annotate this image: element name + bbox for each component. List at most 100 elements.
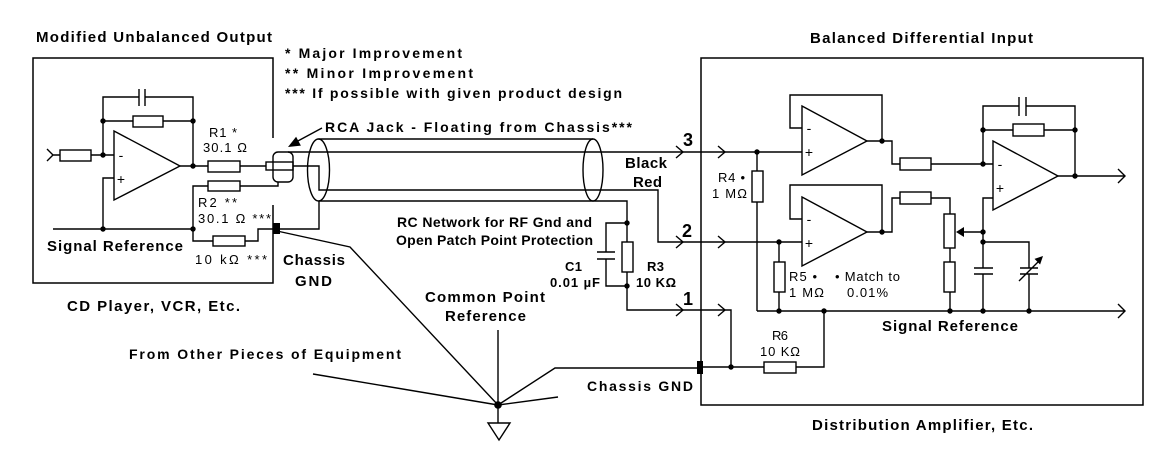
r3-name: R3 bbox=[647, 259, 664, 274]
match-note-line1: • Match to bbox=[835, 269, 900, 284]
junction-dot bbox=[100, 226, 106, 232]
source-device-box bbox=[32, 57, 274, 284]
source-chassis-label-line2: GND bbox=[295, 273, 332, 290]
signal-reference-arrow-icon bbox=[1117, 303, 1126, 319]
diffamp-feedback-capacitor-icon bbox=[1018, 97, 1027, 116]
junction-dot bbox=[754, 149, 760, 155]
resistor-r6 bbox=[763, 361, 797, 374]
r2-value: 30.1 Ω *** bbox=[198, 211, 271, 226]
junction-dot bbox=[1026, 308, 1032, 314]
shield-drain-wire bbox=[280, 201, 320, 230]
buffer2-opamp-icon bbox=[801, 195, 869, 268]
diffamp-opamp-icon bbox=[992, 139, 1060, 212]
resistor-r4 bbox=[751, 170, 764, 203]
dest-chassis-gnd-label: Chassis GND bbox=[587, 378, 693, 394]
source-chassis-ground-terminal bbox=[273, 223, 280, 234]
source-title: Modified Unbalanced Output bbox=[36, 29, 272, 46]
junction-dot bbox=[776, 239, 782, 245]
note-if-possible: *** If possible with given product desig… bbox=[285, 85, 622, 101]
rca-jack-label: RCA Jack - Floating from Chassis*** bbox=[325, 119, 633, 135]
junction-dot bbox=[821, 308, 827, 314]
junction-dot bbox=[980, 161, 986, 167]
rca-jack-pointer-line bbox=[295, 127, 323, 143]
wire bbox=[982, 105, 1076, 176]
pin-3-arrow-icon bbox=[675, 145, 727, 159]
junction-dot bbox=[190, 226, 196, 232]
r6-value: 10 KΩ bbox=[760, 344, 800, 359]
ground-leg-resistor bbox=[943, 261, 956, 293]
buffer2-noninverting-sign: + bbox=[805, 235, 813, 251]
common-point-label-line1: Common Point bbox=[425, 289, 545, 306]
diffamp-inverting-sign: - bbox=[998, 156, 1003, 172]
source-caption: CD Player, VCR, Etc. bbox=[67, 298, 240, 315]
source-opamp-icon bbox=[113, 129, 182, 202]
other-equipment-wire bbox=[497, 396, 559, 406]
junction-dot bbox=[980, 127, 986, 133]
dest-chassis-to-star-wire bbox=[497, 367, 697, 406]
junction-dot bbox=[190, 163, 196, 169]
diffamp-noninverting-sign: + bbox=[996, 180, 1004, 196]
resistor-10k-ground bbox=[212, 235, 246, 247]
cable bbox=[265, 127, 802, 317]
feedback-capacitor-icon bbox=[138, 89, 146, 106]
r4-name: R4 • bbox=[718, 170, 745, 185]
wire bbox=[789, 94, 883, 141]
buffer1-inverting-sign: - bbox=[807, 120, 812, 136]
wire bbox=[982, 197, 993, 311]
destination-title: Balanced Differential Input bbox=[810, 30, 1033, 47]
pin-3-label: 3 bbox=[683, 130, 693, 150]
feedback-resistor bbox=[132, 115, 164, 128]
rc-network-label-line2: Open Patch Point Protection bbox=[396, 232, 593, 248]
junction-dot bbox=[980, 229, 986, 235]
source-signal-reference-label: Signal Reference bbox=[47, 238, 183, 255]
common-point-label-line2: Reference bbox=[445, 308, 526, 325]
cable-shield-bottom-wire bbox=[319, 200, 628, 223]
source-device bbox=[32, 57, 499, 406]
diffamp-input-resistor-2 bbox=[899, 191, 932, 205]
capacitor-c1-icon bbox=[597, 251, 615, 260]
input-connector-icon bbox=[46, 148, 60, 162]
note-minor: ** Minor Improvement bbox=[285, 65, 473, 81]
junction-dot bbox=[1072, 173, 1078, 179]
c1-value: 0.01 µF bbox=[550, 275, 600, 290]
junction-dot bbox=[980, 308, 986, 314]
ground-symbol-icon bbox=[486, 422, 512, 442]
wire bbox=[192, 228, 273, 242]
other-equipment-label: From Other Pieces of Equipment bbox=[129, 346, 401, 362]
pin-1-wire bbox=[626, 286, 732, 367]
resistor-r3 bbox=[621, 241, 634, 273]
wire bbox=[983, 241, 1030, 311]
rc-network bbox=[597, 220, 732, 367]
other-equipment-wire bbox=[312, 373, 499, 406]
input-resistor bbox=[59, 149, 92, 162]
wire bbox=[789, 184, 883, 232]
resistor-r2 bbox=[207, 180, 241, 192]
source-chassis-label-line1: Chassis bbox=[283, 252, 345, 269]
r4-value: 1 MΩ bbox=[712, 186, 747, 201]
junction-dot bbox=[728, 364, 734, 370]
buffer1-noninverting-sign: + bbox=[805, 144, 813, 160]
wire bbox=[605, 222, 627, 287]
resistor-r1 bbox=[207, 160, 241, 173]
conductor-red-label: Red bbox=[633, 174, 662, 191]
wire bbox=[192, 182, 279, 229]
c1-name: C1 bbox=[565, 259, 582, 274]
variable-capacitor-icon bbox=[1018, 261, 1039, 282]
junction-dot bbox=[1072, 127, 1078, 133]
junction-dot bbox=[190, 118, 196, 124]
pin-1-label: 1 bbox=[683, 289, 693, 309]
feedback-capacitor-wire bbox=[102, 96, 194, 166]
rca-jack-pin-icon bbox=[265, 161, 294, 171]
r6-name: R6 bbox=[772, 328, 788, 343]
wiper-arrow-icon bbox=[956, 227, 964, 237]
conductor-black-label: Black bbox=[625, 155, 668, 172]
pin-2-label: 2 bbox=[682, 221, 692, 241]
star-ground-node bbox=[494, 401, 502, 409]
wire bbox=[867, 197, 951, 311]
variable-capacitor-arrow-icon bbox=[1034, 256, 1043, 265]
match-note-line2: 0.01% bbox=[847, 285, 888, 300]
cable-shield-right-icon bbox=[582, 138, 604, 202]
dest-chassis-ground-terminal bbox=[697, 361, 703, 374]
source-chassis-to-star-wire bbox=[276, 230, 499, 406]
note-major: * Major Improvement bbox=[285, 45, 462, 61]
